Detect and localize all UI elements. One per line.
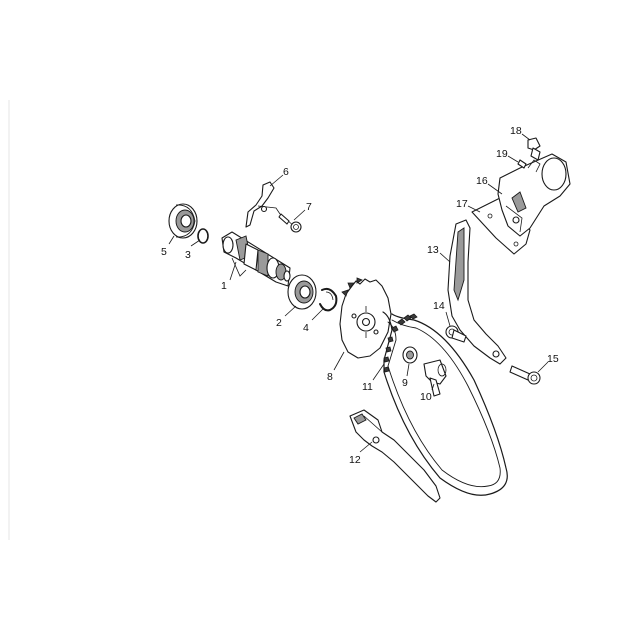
callout-2: 2 [276,317,282,329]
leader-5 [168,235,175,245]
leader-15 [537,361,549,373]
callout-10: 10 [420,391,432,403]
callout-labels: 1 2 3 4 5 6 7 8 9 10 11 12 13 14 15 16 1… [161,125,559,466]
callout-4: 4 [303,322,309,334]
leader-7 [293,209,306,221]
leader-16 [487,183,503,195]
part-3-o-ring [197,228,209,244]
part-15-bolt [509,365,541,385]
leader-8 [333,351,345,371]
leader-19 [507,155,519,163]
callout-19: 19 [496,148,508,160]
callout-12: 12 [349,454,361,466]
part-10-bolt [423,359,447,397]
leader-4 [311,307,325,321]
callout-18: 18 [510,125,522,137]
callout-13: 13 [427,244,439,256]
leader-14 [445,311,451,327]
leader-1 [229,261,237,281]
callout-1: 1 [221,280,227,292]
callout-8: 8 [327,371,333,383]
part-7-bolt [278,213,302,233]
leader-3 [190,239,201,247]
callout-16: 16 [476,175,488,187]
leader-10 [431,383,435,391]
leader-6 [269,174,284,187]
leader-2 [284,305,297,317]
callout-17: 17 [456,198,468,210]
callout-3: 3 [185,249,191,261]
part-4-washer [319,287,338,312]
callout-6: 6 [283,166,289,178]
leader-9 [406,363,410,377]
part-19-pin [517,159,527,169]
leader-11 [372,363,385,381]
leader-12 [359,441,373,453]
part-14-pivot-bolt [445,325,467,343]
part-1-camshaft [221,231,291,287]
part-18-bolt [527,137,541,161]
part-2-bearing [287,274,317,310]
leader-lines [168,133,549,453]
part-6-bracket [245,181,281,228]
leader-18 [521,133,531,141]
part-8-cam-sprocket [339,277,392,359]
callout-9: 9 [402,377,408,389]
part-5-bearing [168,203,198,239]
callout-5: 5 [161,246,167,258]
leader-13 [439,252,451,263]
part-11-timing-chain [382,311,508,496]
callout-14: 14 [433,300,445,312]
callout-11: 11 [362,381,373,393]
part-12-chain-guide [349,409,441,503]
part-13-tensioner-arm [447,219,507,365]
leader-17 [467,205,481,213]
part-16-tensioner [497,153,571,237]
callout-7: 7 [306,201,312,213]
part-9-washer [402,346,418,364]
callout-15: 15 [547,353,559,365]
